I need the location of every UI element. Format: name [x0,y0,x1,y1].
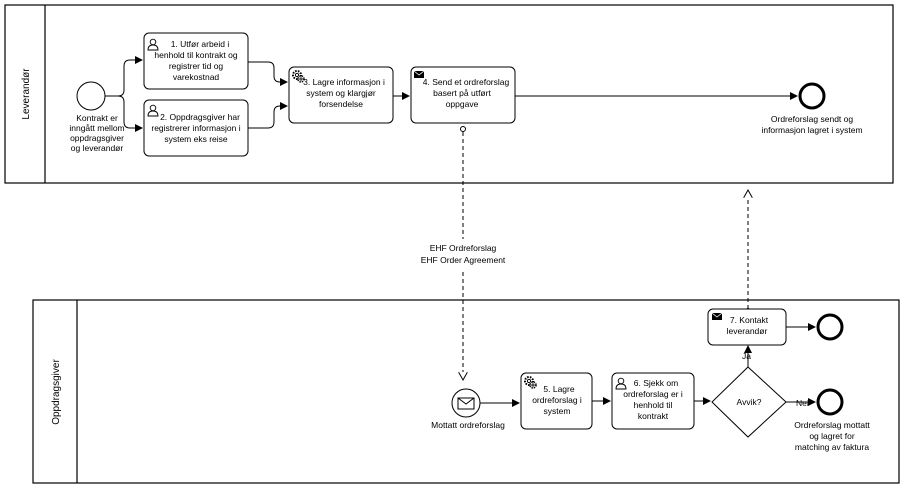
svg-text:varekostnad: varekostnad [173,72,220,82]
envelope-icon [457,397,475,410]
svg-text:Kontrakt er: Kontrakt er [76,113,118,123]
user-icon [615,377,627,390]
gear-icon [524,376,537,389]
gateway-no-label: Nei [796,398,809,408]
svg-text:ordreforslag er i: ordreforslag er i [623,389,683,399]
user-icon [147,104,159,117]
svg-text:og lagret for: og lagret for [809,431,855,441]
sequence-flows-top [105,56,798,132]
svg-text:henhold til kontrakt og: henhold til kontrakt og [154,50,237,60]
svg-text:7. Kontakt: 7. Kontakt [730,315,769,325]
user-icon [147,38,159,51]
svg-text:forsendelse: forsendelse [319,99,363,109]
svg-text:kontrakt: kontrakt [638,411,669,421]
envelope-icon [711,312,723,320]
message-flow-label-line2: EHF Order Agreement [421,255,506,265]
end-event-top[interactable] [798,82,826,110]
end-event-top-label: Ordreforslag sendt og informasjon lagret… [761,114,862,135]
task-3-lagre-informasjon[interactable]: 3. Lagre informasjon i system og klargjø… [288,66,394,124]
svg-text:basert på utført: basert på utført [433,88,491,98]
task-1-utfor-arbeid[interactable]: 1. Utfør arbeid i henhold til kontrakt o… [143,32,249,90]
svg-text:leverandør: leverandør [727,326,768,336]
svg-text:ordreforslag i: ordreforslag i [532,395,582,405]
task-2-oppdragsgiver-registrerer[interactable]: 2. Oppdragsgiver har registrerer informa… [143,99,249,157]
message-start-event-label: Mottatt ordreforslag [431,420,505,430]
svg-text:Ordreforslag sendt og: Ordreforslag sendt og [771,114,853,124]
svg-text:system: system [544,406,571,416]
svg-text:henhold til: henhold til [634,400,673,410]
svg-text:matching av faktura: matching av faktura [795,442,869,452]
start-event-label: Kontrakt er inngått mellom oppdragsgiver… [69,113,124,153]
svg-text:registrer tid og: registrer tid og [169,61,224,71]
svg-text:informasjon lagret i system: informasjon lagret i system [761,125,862,135]
gateway-label: Avvik? [737,397,762,407]
pool-label-bottom: Oppdragsgiver [51,359,62,425]
svg-text:oppdragsgiver: oppdragsgiver [70,133,124,143]
svg-text:Ordreforslag mottatt: Ordreforslag mottatt [794,420,870,430]
task-5-lagre-ordreforslag[interactable]: 5. Lagre ordreforslag i system [520,372,593,430]
task-4-send-ordreforslag[interactable]: 4. Send et ordreforslag basert på utført… [410,66,516,124]
start-event[interactable] [76,81,106,111]
svg-text:registrerer informasjon i: registrerer informasjon i [151,123,240,133]
task-6-sjekk-ordreforslag[interactable]: 6. Sjekk om ordreforslag er i henhold ti… [611,372,695,430]
svg-text:3. Lagre informasjon i: 3. Lagre informasjon i [303,77,385,87]
message-flow-label: EHF Ordreforslag EHF Order Agreement [410,239,516,269]
gateway-yes-label: Ja [742,351,751,361]
svg-text:1. Utfør arbeid i: 1. Utfør arbeid i [171,39,230,49]
svg-text:og leverandør: og leverandør [71,143,124,153]
envelope-icon [413,70,425,78]
svg-text:2. Oppdragsgiver har: 2. Oppdragsgiver har [160,112,240,122]
end-event-bottom[interactable] [816,388,844,416]
sequence-flows-bottom [480,323,816,407]
svg-text:4. Send et ordreforslag: 4. Send et ordreforslag [423,77,510,87]
svg-text:system og klargjør: system og klargjør [306,88,376,98]
svg-text:inngått mellom: inngått mellom [69,123,124,133]
task-7-kontakt-leverandor[interactable]: 7. Kontakt leverandør [707,308,787,346]
svg-text:5. Lagre: 5. Lagre [543,384,574,394]
gateway-avvik[interactable]: Avvik? [711,366,787,438]
message-flow-label-line1: EHF Ordreforslag [430,243,497,253]
end-event-bottom-label: Ordreforslag mottatt og lagret for match… [794,420,870,452]
gear-icon [292,70,305,83]
svg-text:oppgave: oppgave [446,99,479,109]
svg-text:6. Sjekk om: 6. Sjekk om [634,378,678,388]
end-event-kontakt[interactable] [816,313,844,341]
message-start-event[interactable] [451,388,481,418]
pool-label-top: Leverandør [21,68,32,120]
svg-text:system eks reise: system eks reise [164,134,228,144]
